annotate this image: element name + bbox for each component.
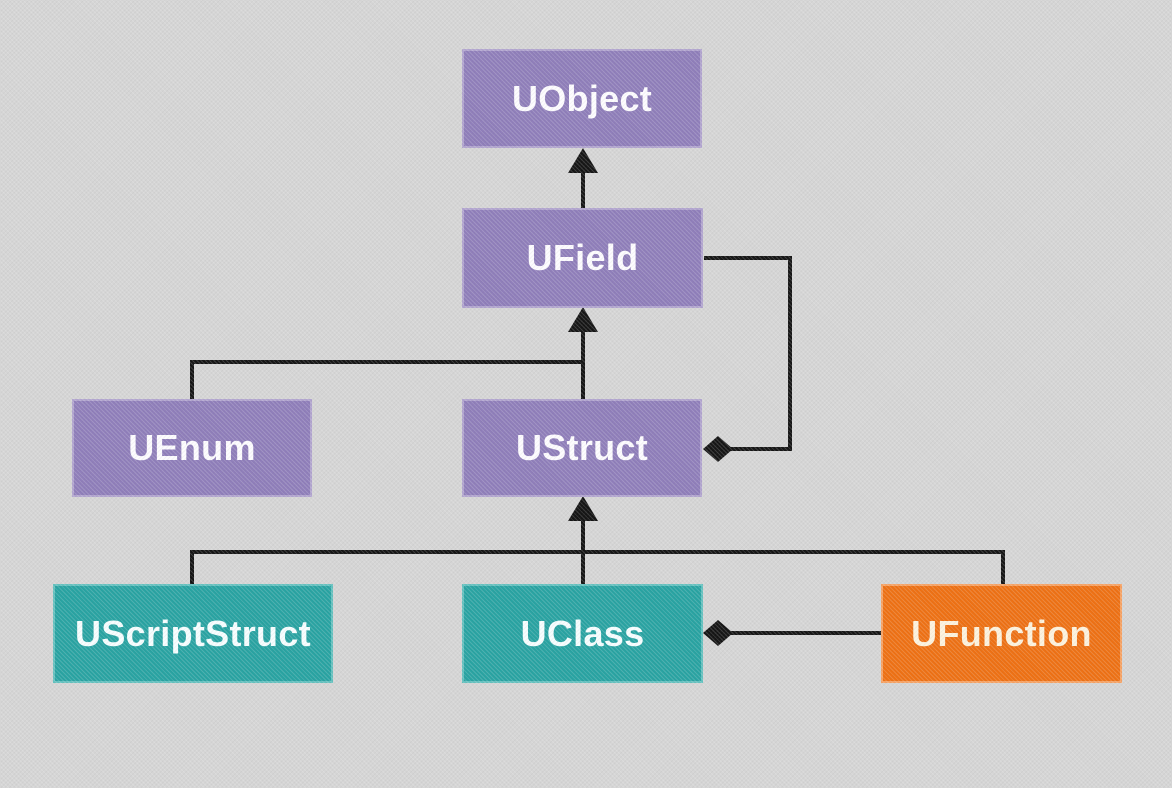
edge-uenum-ustruct-to-ufield (190, 307, 598, 399)
node-uclass: UClass (462, 584, 703, 683)
node-ustruct-label: UStruct (515, 427, 649, 468)
edge-ustruct-composition-ufield (703, 256, 792, 462)
edge-ufield-to-uobject (568, 148, 598, 208)
node-ufield-label: UField (526, 237, 639, 278)
node-uclass-label: UClass (520, 612, 645, 654)
node-uscriptstruct: UScriptStruct (53, 584, 333, 683)
edge-branch-upper (190, 360, 583, 399)
inheritance-arrow-icon (568, 148, 598, 173)
node-ufield: UField (462, 208, 703, 308)
inheritance-arrow-icon (568, 496, 598, 521)
node-ufunction-label: UFunction (911, 612, 1092, 654)
composition-diamond-icon (703, 620, 733, 646)
node-uenum-label: UEnum (128, 427, 256, 468)
composition-diamond-icon (703, 436, 733, 462)
node-ustruct: UStruct (462, 399, 702, 497)
node-uobject-label: UObject (511, 77, 653, 119)
edge-bottom-row-to-ustruct (190, 496, 1005, 584)
node-uscriptstruct-label: UScriptStruct (75, 612, 311, 654)
node-uobject: UObject (462, 49, 702, 148)
edge-uclass-composition-ufunction (703, 620, 881, 646)
node-uenum: UEnum (72, 399, 312, 497)
node-ufunction: UFunction (881, 584, 1122, 683)
edge-branch-lower (190, 550, 1005, 584)
edge-composition-loop (704, 256, 792, 451)
inheritance-arrow-icon (568, 307, 598, 332)
